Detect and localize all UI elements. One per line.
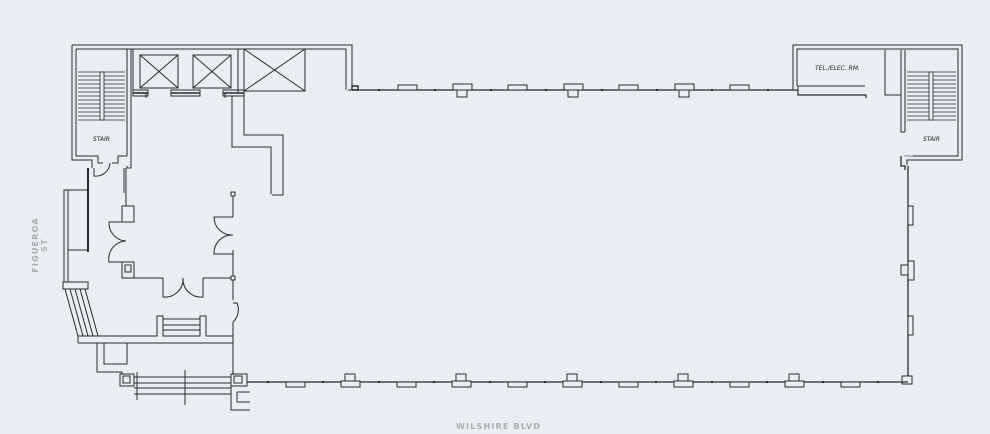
lobby-walls [121, 168, 236, 375]
east-columns [900, 205, 915, 385]
street-label-figueroa: FIGUEROA ST [31, 217, 49, 273]
street-label-wilshire: WILSHIRE BLVD [456, 422, 542, 431]
south-mullions [267, 381, 879, 383]
left-core [71, 44, 353, 169]
right-core [792, 44, 963, 170]
south-columns [230, 373, 861, 388]
north-mullions [378, 89, 769, 91]
stair-right-label: STAIR [923, 136, 940, 143]
west-entry [62, 168, 233, 387]
stair-right-icon [907, 71, 956, 121]
elevator-sills [132, 89, 245, 97]
freight-elevator-icon [243, 48, 306, 92]
stair-left-label: STAIR [93, 136, 110, 143]
single-door [232, 302, 239, 323]
double-door-center [162, 277, 204, 298]
double-door-left [108, 221, 127, 263]
stair-left-door [93, 162, 111, 177]
double-door-right [213, 216, 234, 255]
south-entry-steps [134, 370, 250, 411]
corridor-wall [231, 96, 272, 194]
tel-elec-room-label: TEL./ELEC. RM. [815, 65, 860, 72]
corridor-wall [243, 91, 284, 196]
north-columns [397, 83, 750, 98]
stair-left-icon [78, 71, 125, 121]
elevator-icon [139, 54, 232, 89]
